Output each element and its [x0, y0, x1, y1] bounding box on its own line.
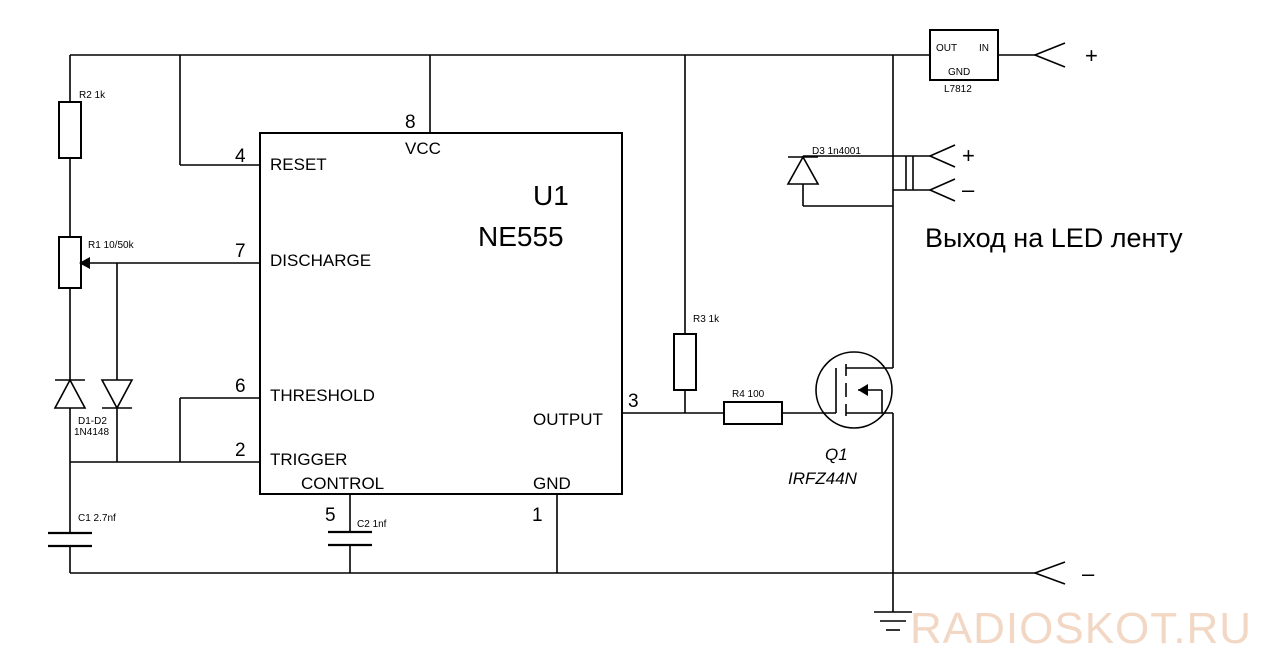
terminal-input-plus-icon — [1032, 42, 1066, 68]
sign-input-plus: + — [1085, 43, 1098, 68]
label-d1d2-ref: D1-D2 — [78, 416, 107, 427]
label-r3: R3 1k — [693, 314, 720, 325]
sign-input-minus: – — [1082, 561, 1095, 586]
chip-part: NE555 — [478, 221, 564, 252]
regulator-l7812 — [929, 29, 999, 81]
label-r2: R2 1k — [79, 90, 106, 101]
pin-name-discharge: DISCHARGE — [270, 251, 371, 270]
potentiometer-r1 — [58, 236, 82, 289]
label-r1: R1 10/50k — [88, 240, 135, 251]
label-q1-ref: Q1 — [825, 445, 848, 464]
capacitor-c1 — [48, 531, 92, 548]
capacitor-c2 — [328, 530, 372, 547]
sign-led-plus: + — [962, 143, 975, 168]
watermark: RADIOSKOT.RU — [910, 604, 1252, 653]
label-reg-gnd: GND — [948, 67, 970, 78]
pin-num-trigger: 2 — [235, 440, 246, 461]
wires — [69, 54, 1035, 612]
label-c1: C1 2.7nf — [78, 513, 116, 524]
label-q1-part: IRFZ44N — [788, 469, 858, 488]
label-reg-in: IN — [979, 43, 989, 54]
ne555-chip-body — [259, 132, 623, 495]
wiper-arrow-icon — [79, 257, 90, 269]
label-d3: D3 1n4001 — [812, 146, 861, 157]
diode-d2 — [100, 379, 134, 410]
resistor-r4 — [723, 401, 783, 425]
pin-name-trigger: TRIGGER — [270, 450, 347, 469]
chip-ref: U1 — [533, 180, 569, 211]
pin-num-threshold: 6 — [235, 376, 246, 397]
label-r4: R4 100 — [732, 389, 765, 400]
pin-name-gnd: GND — [533, 474, 571, 493]
sign-led-minus: – — [962, 177, 975, 202]
pin-num-control: 5 — [325, 505, 336, 526]
pin-name-threshold: THRESHOLD — [270, 386, 375, 405]
pin-num-output: 3 — [628, 391, 639, 412]
diode-d3 — [786, 155, 820, 185]
ground-icon — [874, 611, 912, 631]
pin-name-vcc: VCC — [405, 139, 441, 158]
pin-num-reset: 4 — [235, 146, 246, 167]
terminal-input-minus-icon — [1032, 561, 1066, 585]
pin-num-vcc: 8 — [405, 112, 416, 133]
label-c2: C2 1nf — [357, 519, 387, 530]
resistor-r2 — [58, 101, 82, 159]
diode-d1 — [53, 378, 87, 409]
pin-num-gnd: 1 — [532, 505, 543, 526]
pin-name-control: CONTROL — [301, 474, 384, 493]
resistor-r3 — [673, 333, 697, 391]
mosfet-q1 — [815, 351, 893, 429]
terminal-led-minus-icon — [928, 178, 956, 202]
label-d1d2-part: 1N4148 — [74, 427, 109, 438]
pin-name-reset: RESET — [270, 155, 327, 174]
terminal-led-plus-icon — [928, 144, 956, 168]
label-reg-part: L7812 — [944, 84, 972, 95]
pin-num-discharge: 7 — [235, 241, 246, 262]
label-reg-out: OUT — [936, 43, 957, 54]
pin-name-output: OUTPUT — [533, 410, 603, 429]
led-output-label: Выход на LED ленту — [925, 223, 1183, 253]
